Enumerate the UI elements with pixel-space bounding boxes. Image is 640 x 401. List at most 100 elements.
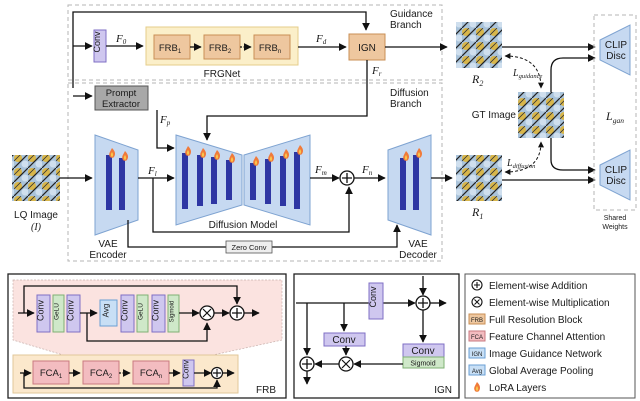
legend-item-fca: FCA Feature Channel Attention — [468, 330, 605, 343]
legend-item-lora: LoRA Layers — [474, 382, 546, 394]
guidance-branch-label-2: Branch — [390, 20, 422, 31]
legend-item-avg: Avg Global Average Pooling — [468, 364, 593, 377]
diffusion-model-label: Diffusion Model — [209, 220, 278, 231]
lq-image — [12, 155, 60, 201]
svg-text:Conv: Conv — [411, 346, 434, 357]
legend-item-multiplication: Element-wise Multiplication — [471, 296, 610, 309]
svg-text:Image Guidance Network: Image Guidance Network — [489, 349, 603, 360]
legend-item-frb: FRB Full Resolution Block — [468, 313, 583, 326]
legend-panel — [464, 273, 636, 399]
svg-text:Conv: Conv — [120, 299, 130, 321]
svg-text:Decoder: Decoder — [399, 250, 437, 261]
frb-avg — [99, 299, 118, 327]
svg-text:CLIP: CLIP — [605, 165, 628, 176]
svg-text:FCA: FCA — [471, 335, 483, 341]
svg-text:Sigmoid: Sigmoid — [170, 301, 176, 323]
frb-skip-arrow — [23, 285, 241, 313]
l-diffusion-label: Ldiffusion — [506, 158, 535, 170]
zero-conv-block — [225, 240, 273, 254]
arrow-gt-to-clip-top — [550, 54, 596, 92]
svg-text:Sigmoid: Sigmoid — [410, 361, 435, 368]
frb-2 — [203, 34, 241, 60]
svg-text:Avg: Avg — [472, 369, 482, 375]
ign-sigmoid — [402, 356, 445, 369]
frb-conv-4 — [151, 294, 166, 333]
skip-arrow-to-ign — [72, 11, 370, 88]
svg-text:Feature Channel Attention: Feature Channel Attention — [489, 332, 605, 343]
svg-text:Conv: Conv — [368, 286, 378, 308]
vae-decoder — [387, 134, 432, 236]
frgnet-label: FRGNet — [204, 69, 241, 80]
svg-text:Conv: Conv — [66, 299, 76, 321]
frb-n — [253, 34, 291, 60]
l-diffusion-arrow — [504, 141, 544, 175]
ign-conv-3 — [323, 332, 366, 347]
shared-weights-frame — [593, 14, 637, 211]
svg-text:Disc: Disc — [606, 51, 625, 62]
svg-text:GeLU: GeLU — [138, 303, 145, 320]
arrow-fp — [156, 110, 175, 152]
f0-label: F0 — [115, 33, 127, 46]
ign-block — [348, 33, 386, 61]
guidance-branch-label-1: Guidance — [390, 9, 433, 20]
ign-conv-1 — [368, 282, 384, 320]
fp-label: Fp — [159, 114, 171, 127]
diffusion-branch-label-1: Diffusion — [390, 88, 429, 99]
svg-text:Conv: Conv — [36, 299, 46, 321]
svg-text:Weights: Weights — [602, 224, 628, 231]
svg-text:Encoder: Encoder — [89, 250, 127, 261]
diffusion-encoder-half — [175, 134, 243, 226]
fr-label: Fr — [371, 65, 382, 78]
ign-swatch-icon — [468, 347, 486, 359]
frb-conv-3 — [120, 294, 135, 333]
frb-conv-1 — [36, 294, 51, 333]
svg-text:Disc: Disc — [606, 176, 625, 187]
svg-text:FCA1: FCA1 — [40, 368, 63, 380]
l-gan-label: Lgan — [605, 109, 624, 125]
r2-label: R2 — [471, 72, 483, 88]
diffusion-branch-label-2: Branch — [390, 99, 422, 110]
svg-text:Global Average Pooling: Global Average Pooling — [489, 366, 593, 377]
fm-label: Fm — [314, 164, 327, 177]
fn-label: Fn — [361, 164, 373, 177]
gt-image — [518, 92, 564, 138]
svg-text:FRB2: FRB2 — [209, 43, 232, 55]
svg-text:FCAn: FCAn — [140, 368, 162, 380]
zero-conv-label: Zero Conv — [231, 243, 266, 252]
frb-panel-label: FRB — [256, 385, 276, 396]
svg-text:FCA2: FCA2 — [90, 368, 113, 380]
skip-fl-to-add — [152, 178, 353, 233]
svg-text:Element-wise Multiplication: Element-wise Multiplication — [489, 298, 610, 309]
svg-text:Conv: Conv — [151, 299, 161, 321]
svg-text:VAE: VAE — [408, 239, 428, 250]
vae-encoder — [94, 134, 139, 236]
legend-item-addition: Element-wise Addition — [471, 279, 587, 292]
svg-text:Extractor: Extractor — [102, 99, 140, 110]
clip-disc-top — [599, 24, 631, 76]
fl-label: Fl — [147, 165, 157, 178]
frb-gelu-1 — [52, 294, 65, 333]
prompt-extractor — [94, 85, 149, 111]
clip-disc-bottom — [599, 149, 631, 201]
svg-text:Full Resolution Block: Full Resolution Block — [489, 315, 583, 326]
svg-text:Conv: Conv — [332, 335, 355, 346]
legend-item-ign: IGN Image Guidance Network — [468, 347, 603, 360]
svg-text:VAE: VAE — [98, 239, 118, 250]
svg-text:Conv: Conv — [182, 360, 191, 379]
frb-swatch-icon — [468, 313, 486, 325]
svg-text:FRB: FRB — [471, 318, 483, 324]
r2-image — [456, 22, 502, 68]
svg-text:GeLU: GeLU — [54, 303, 61, 320]
svg-text:Element-wise Addition: Element-wise Addition — [489, 281, 587, 292]
diffusion-decoder-half — [243, 134, 311, 226]
svg-text:FRBn: FRBn — [259, 43, 281, 55]
diffusion-branch-frame — [67, 82, 443, 262]
arrow-fr-to-diffusion — [203, 60, 368, 141]
svg-text:Prompt: Prompt — [106, 88, 137, 99]
l-guidance-label: Lguidance — [512, 68, 543, 80]
frb-gelu-2 — [136, 294, 149, 333]
svg-text:Shared: Shared — [604, 215, 627, 222]
svg-text:IGN: IGN — [472, 352, 483, 358]
svg-text:CLIP: CLIP — [605, 40, 628, 51]
